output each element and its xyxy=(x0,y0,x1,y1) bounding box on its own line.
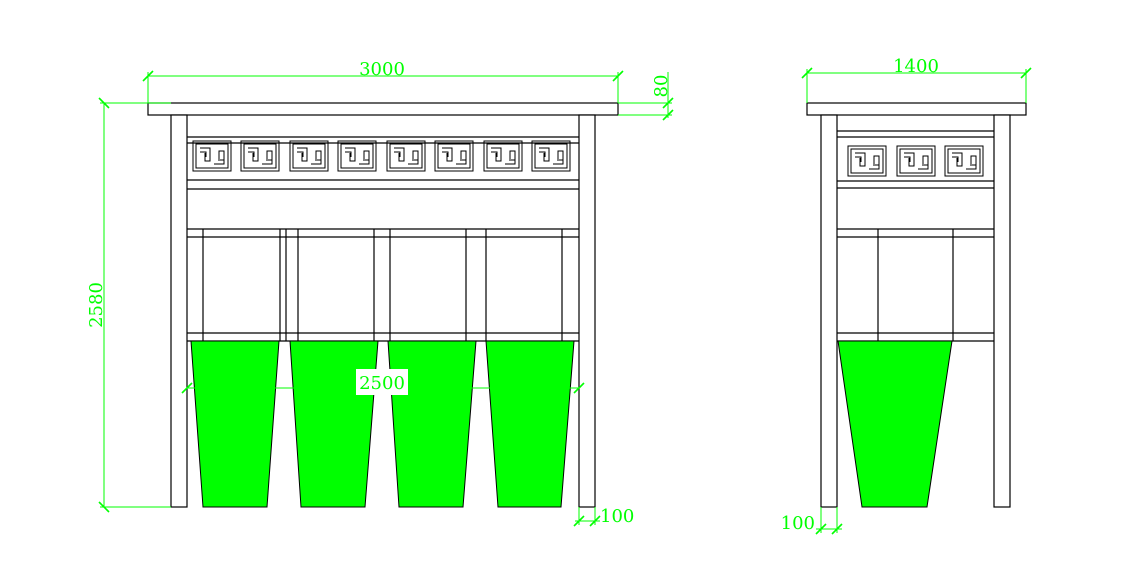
dim-side-post-width: 100 xyxy=(781,507,843,535)
dim-roof-thickness-label: 80 xyxy=(651,75,672,98)
side-bins xyxy=(837,340,953,508)
side-right-post xyxy=(993,114,1011,508)
front-bins xyxy=(190,340,575,508)
front-left-post xyxy=(170,114,188,508)
side-fret-frieze xyxy=(847,145,984,177)
front-fret-frieze xyxy=(192,140,571,172)
dim-side-post-label: 100 xyxy=(781,513,815,534)
side-roof-slab xyxy=(806,102,1027,116)
front-bin-4 xyxy=(485,340,575,508)
side-view: 1400 100 xyxy=(781,56,1032,535)
front-bin-1 xyxy=(190,340,280,508)
dim-front-inner-width: 2500 xyxy=(181,369,585,395)
dim-height-label: 2580 xyxy=(86,282,107,328)
front-view: 3000 80 2580 2500 xyxy=(86,59,674,527)
dim-front-total-height: 2580 xyxy=(86,97,171,513)
front-mullions xyxy=(202,229,563,341)
dim-front-roof-thickness: 80 xyxy=(618,72,674,121)
dim-side-total-width: 1400 xyxy=(801,56,1032,103)
front-bin-3 xyxy=(387,340,477,508)
front-bin-2 xyxy=(289,340,379,508)
side-bin-1 xyxy=(837,340,953,508)
front-right-post xyxy=(578,114,596,508)
dim-side-width-label: 1400 xyxy=(893,56,939,77)
dim-inner-width-label: 2500 xyxy=(359,373,405,394)
dim-front-post-width: 100 xyxy=(573,506,634,527)
side-left-post xyxy=(820,114,838,508)
dim-front-total-width: 3000 xyxy=(142,59,624,103)
dim-front-width-label: 3000 xyxy=(359,59,405,80)
dim-front-post-label: 100 xyxy=(600,506,634,527)
front-roof-slab xyxy=(147,102,619,116)
